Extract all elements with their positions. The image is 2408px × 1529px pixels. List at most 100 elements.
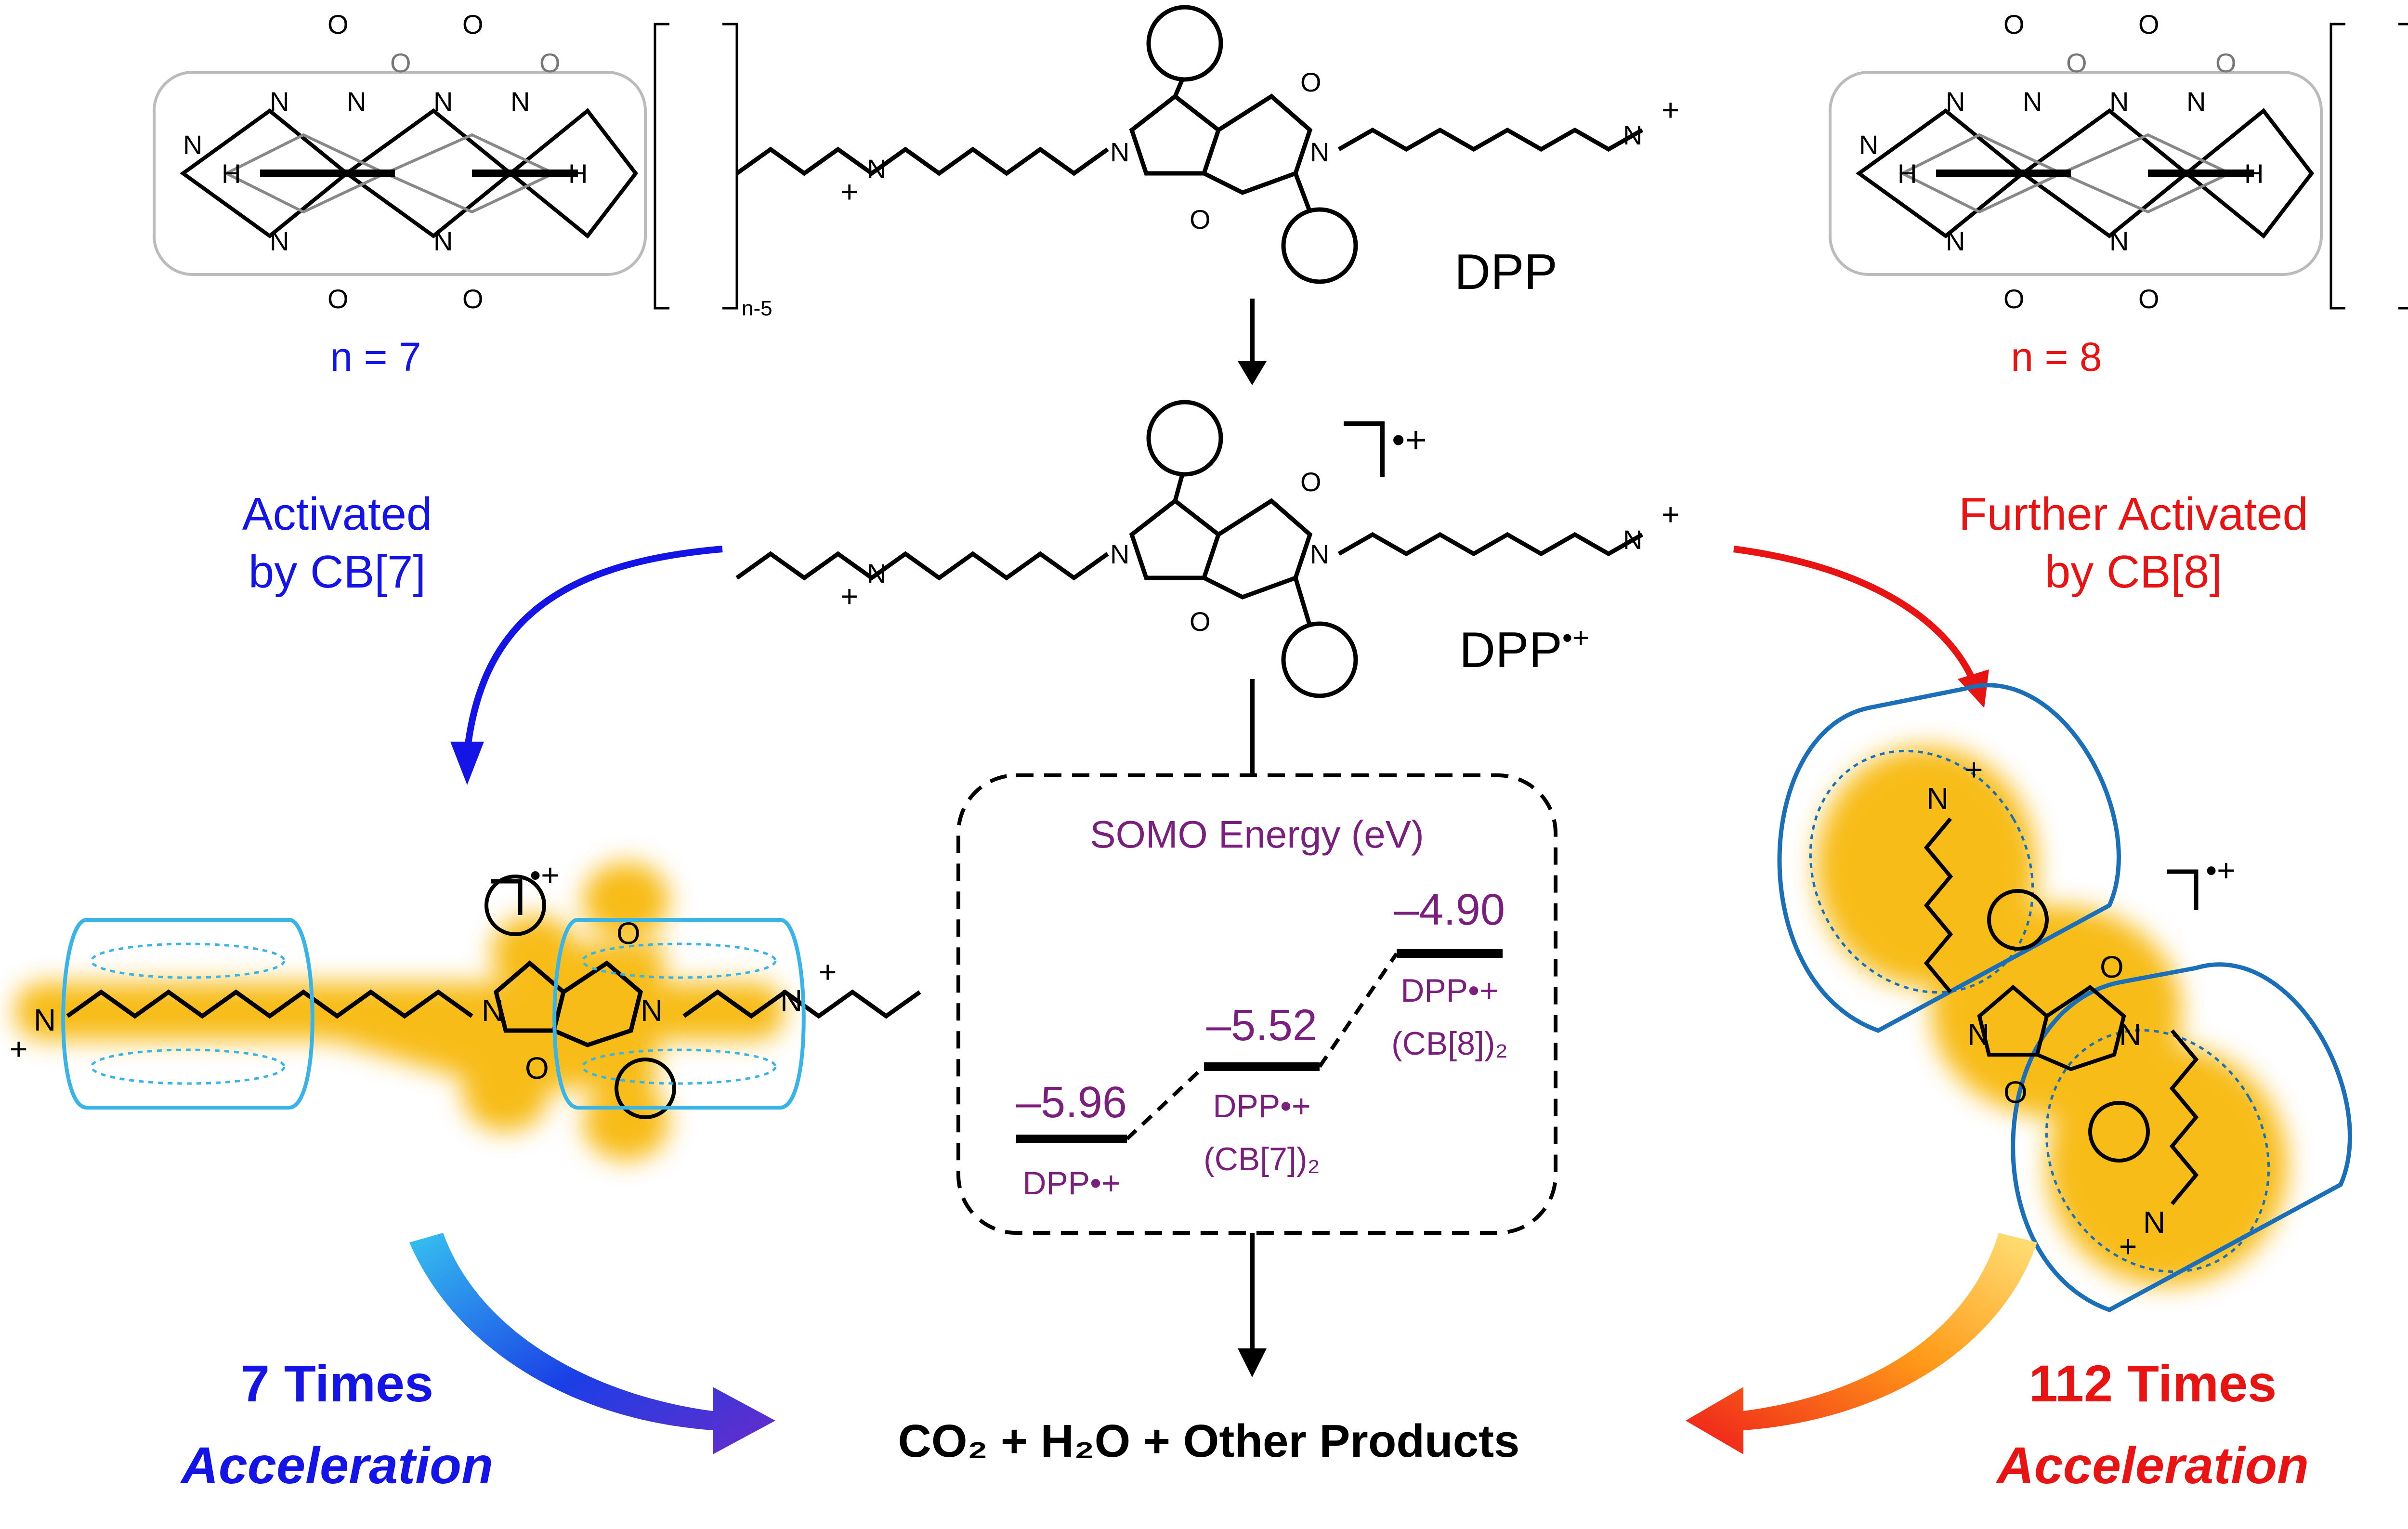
cb8-complex: N N O O N + N + •+: [1777, 683, 2352, 1312]
acceleration-arrow-red: [1686, 1233, 2037, 1454]
dpp-radical-sup: •+: [1562, 622, 1589, 654]
atom-o: O: [1300, 467, 1322, 497]
somo-box: [956, 773, 1557, 1235]
cb8-host-lower: [2011, 962, 2352, 1312]
accel112-line1: 112 Times: [2029, 1354, 2277, 1412]
atom-n: N: [433, 226, 453, 256]
somo-label-cb8: DPP•+: [1400, 972, 1498, 1009]
cb7-complex: N N O O N + N + •+: [10, 857, 921, 1161]
somo-label-cb7-host: (CB[7])₂: [1204, 1141, 1320, 1177]
arrow-to-cb7-complex: [464, 546, 723, 752]
atom-n: N: [1926, 781, 1949, 816]
cb7-structure: N N N N N N N H H O O O O O O n-5: [153, 9, 772, 320]
arrow-head: [450, 742, 484, 785]
atom-n: N: [1110, 137, 1129, 167]
radical-charge: •+: [1392, 418, 1427, 461]
atom-o: O: [327, 9, 349, 39]
atom-n: N: [1623, 120, 1642, 150]
atom-n: N: [2109, 86, 2129, 117]
atom-o-back: O: [2215, 48, 2237, 78]
atom-h: H: [2244, 158, 2264, 189]
atom-o: O: [327, 284, 349, 314]
atom-o: O: [462, 284, 484, 314]
plus-sign: +: [840, 579, 858, 614]
cb8-structure: N N N N N N N H H O O O O O O n-5: [1829, 9, 2408, 314]
plus-sign: +: [1662, 497, 1679, 532]
atom-o-back: O: [539, 48, 561, 78]
somo-label-cb8-host: (CB[8])₂: [1391, 1025, 1508, 1062]
atom-n: N: [510, 86, 530, 117]
atom-n: N: [1859, 130, 1878, 160]
atom-n: N: [2109, 226, 2129, 256]
activated-cb7-line1: Activated: [242, 488, 432, 540]
arrow-head: [1238, 361, 1267, 385]
somo-value-dpp: –5.96: [1016, 1078, 1127, 1127]
atom-n: N: [1946, 226, 1965, 256]
atom-n: N: [34, 1003, 56, 1037]
somo-label-cb7: DPP•+: [1213, 1088, 1310, 1124]
accel7-line2: Acceleration: [180, 1436, 493, 1494]
atom-o: O: [1190, 606, 1211, 637]
arrow-head: [1238, 1348, 1267, 1377]
atom-n: N: [1310, 539, 1329, 569]
atom-o: O: [525, 1051, 549, 1085]
activated-cb8-line2: by CB[8]: [2045, 546, 2222, 598]
atom-h: H: [568, 158, 588, 189]
atom-n: N: [270, 226, 289, 256]
atom-o: O: [2003, 284, 2025, 314]
atom-o: O: [2003, 1075, 2028, 1110]
atom-o: O: [2138, 284, 2159, 314]
plus-sign: +: [1965, 752, 1983, 787]
atom-n: N: [1110, 539, 1129, 569]
atom-h: H: [1898, 158, 1917, 189]
n8-label: n = 8: [2011, 334, 2102, 379]
activated-cb8-line1: Further Activated: [1959, 488, 2308, 540]
dpp-molecule: O O N N N + N +: [735, 5, 1679, 284]
somo-connector: [1125, 1065, 1205, 1140]
radical-charge: •+: [530, 857, 560, 893]
dpp-radical-molecule: O O N N N + N + •+: [735, 400, 1679, 698]
accel112-line2: Acceleration: [1995, 1436, 2309, 1494]
atom-n: N: [641, 993, 663, 1028]
somo-label-dpp: DPP•+: [1022, 1165, 1120, 1202]
atom-n: N: [2186, 86, 2206, 117]
somo-title: SOMO Energy (eV): [1090, 813, 1424, 856]
products-label: CO₂ + H₂O + Other Products: [898, 1415, 1520, 1467]
atom-n: N: [270, 86, 289, 117]
arrow-to-cb8-complex: [1733, 546, 1978, 685]
cb7-host-right: [552, 918, 806, 1110]
atom-o: O: [1300, 67, 1322, 97]
atom-n: N: [2119, 1017, 2141, 1052]
atom-n: N: [183, 130, 202, 160]
atom-n: N: [867, 558, 886, 588]
cb8-host-upper: [1777, 683, 2121, 1033]
somo-value-cb7: –5.52: [1206, 1001, 1317, 1050]
atom-n: N: [2143, 1205, 2165, 1240]
atom-n: N: [1946, 86, 1965, 117]
atom-n: N: [347, 86, 366, 117]
accel7-line1: 7 Times: [241, 1354, 433, 1412]
atom-n: N: [433, 86, 453, 117]
atom-n: N: [2023, 86, 2042, 117]
atom-o-back: O: [2066, 48, 2087, 78]
atom-o: O: [462, 9, 484, 39]
atom-n: N: [780, 983, 802, 1018]
radical-charge: •+: [2206, 852, 2236, 888]
atom-n: N: [867, 154, 886, 184]
atom-n: N: [482, 993, 504, 1028]
atom-o: O: [2100, 950, 2124, 984]
dpp-radical-text: DPP: [1459, 622, 1562, 678]
plus-sign: +: [10, 1032, 27, 1066]
acceleration-arrow-blue: [409, 1233, 775, 1454]
atom-h: H: [222, 158, 241, 189]
somo-connector: [1318, 952, 1399, 1068]
atom-n: N: [1310, 137, 1329, 167]
bracket-subscript: n-5: [742, 297, 772, 320]
plus-sign: +: [2119, 1229, 2137, 1264]
n7-label: n = 7: [330, 334, 421, 379]
atom-n: N: [1967, 1017, 1989, 1052]
atom-o: O: [1190, 204, 1211, 235]
cb7-host-left: [61, 918, 314, 1110]
atom-o: O: [2003, 9, 2025, 39]
